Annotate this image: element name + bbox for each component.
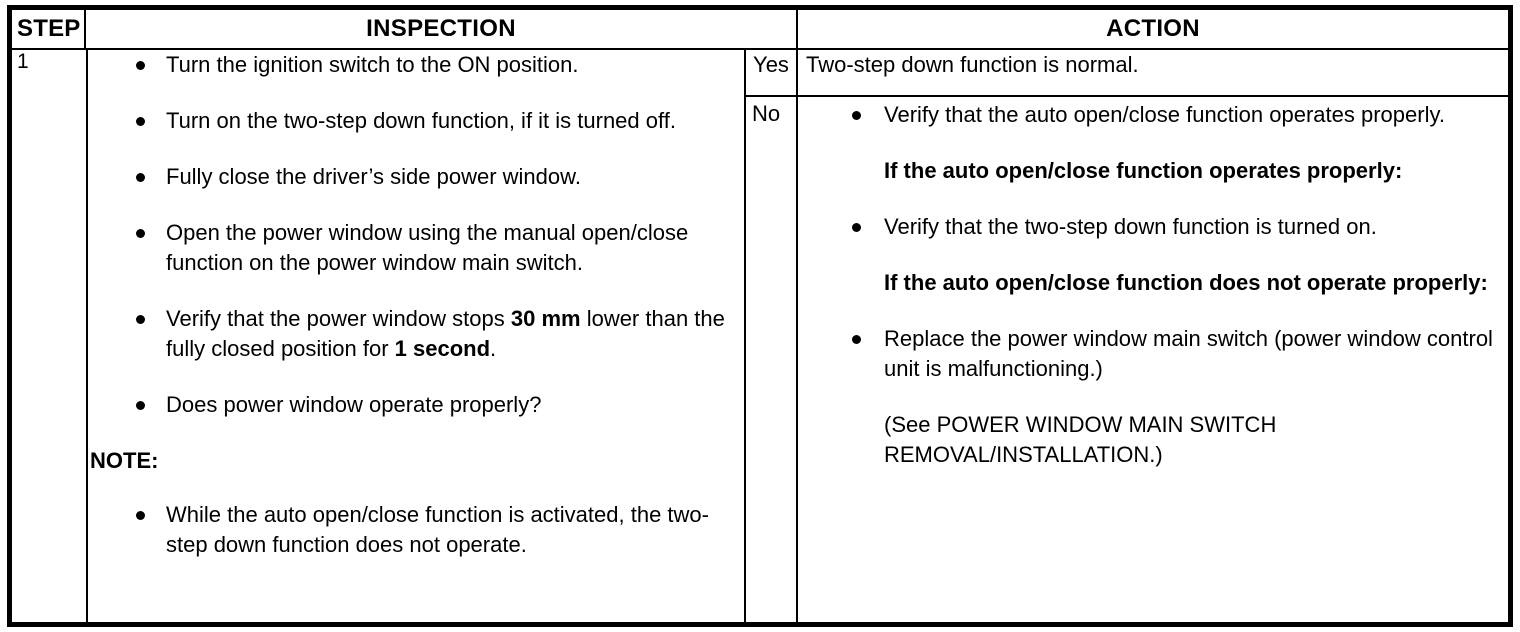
action-condition-2: If the auto open/close function does not… (884, 270, 1488, 295)
bullet-dot-icon (852, 335, 861, 344)
inspection-bullet-3-text: Fully close the driver’s side power wind… (166, 164, 581, 189)
result-label-yes: Yes (753, 52, 789, 77)
action-bullet-1-text: Verify that the auto open/close function… (884, 102, 1445, 127)
action-bullet-3: Replace the power window main switch (po… (806, 324, 1506, 384)
inspection-bullet-5: Verify that the power window stops 30 mm… (90, 304, 744, 364)
inspection-bullet-2-text: Turn on the two-step down function, if i… (166, 108, 676, 133)
action-no-cell: Verify that the auto open/close function… (800, 100, 1506, 490)
step-column-divider (86, 48, 88, 622)
inspection-bullet-2: Turn on the two-step down function, if i… (90, 106, 744, 136)
action-bullet-2: Verify that the two-step down function i… (806, 212, 1506, 242)
step-number-cell: 1 (17, 50, 29, 73)
bullet-dot-icon (852, 223, 861, 232)
bullet-dot-icon (852, 111, 861, 120)
inspection-measure-value: 30 mm (510, 306, 581, 331)
result-label-no: No (752, 101, 781, 126)
bullet-dot-icon (136, 117, 145, 126)
action-reference-note: (See POWER WINDOW MAIN SWITCH REMOVAL/IN… (884, 412, 1277, 467)
bullet-dot-icon (136, 61, 145, 70)
bullet-dot-icon (136, 315, 145, 324)
yesno-column-divider (796, 10, 798, 622)
inspection-bullet-5-prefix: Verify that the power window stops (166, 306, 511, 331)
bullet-dot-icon (136, 401, 145, 410)
column-header-inspection: INSPECTION (86, 10, 798, 48)
inspection-cell: Turn the ignition switch to the ON posit… (88, 50, 744, 586)
action-bullet-2-text: Verify that the two-step down function i… (884, 214, 1377, 239)
column-header-action: ACTION (1106, 15, 1200, 42)
inspection-measure-time: 1 second (394, 336, 491, 361)
table-header-row: STEP INSPECTION ACTION (12, 10, 1508, 48)
inspection-column-divider (744, 48, 746, 622)
bullet-dot-icon (136, 229, 145, 238)
inspection-bullet-4: Open the power window using the manual o… (90, 218, 744, 278)
inspection-question-text: Does power window operate properly? (166, 392, 542, 417)
action-yes-cell: Two-step down function is normal. (806, 52, 1139, 77)
bullet-dot-icon (136, 173, 145, 182)
inspection-bullet-1-text: Turn the ignition switch to the ON posit… (166, 52, 579, 77)
action-condition-1: If the auto open/close function operates… (884, 158, 1403, 183)
action-bullet-3-text: Replace the power window main switch (po… (884, 326, 1493, 381)
inspection-bullet-3: Fully close the driver’s side power wind… (90, 162, 744, 192)
inspection-bullet-1: Turn the ignition switch to the ON posit… (90, 50, 744, 80)
note-bullet-1: While the auto open/close function is ac… (90, 500, 744, 560)
note-bullet-1-text: While the auto open/close function is ac… (166, 502, 709, 557)
action-bullet-1: Verify that the auto open/close function… (806, 100, 1506, 130)
inspection-bullet-5-suffix: . (490, 336, 497, 361)
inspection-bullet-6: Does power window operate properly? (90, 390, 744, 420)
bullet-dot-icon (136, 511, 145, 520)
header-divider-rule (12, 48, 1508, 50)
inspection-bullet-5-middle: lower than the fully closed position for (166, 306, 725, 361)
yes-no-row-divider (744, 95, 1508, 97)
note-label: NOTE: (90, 448, 159, 473)
inspection-bullet-4-text: Open the power window using the manual o… (166, 220, 689, 275)
table-outer-border (7, 5, 1513, 627)
column-header-step: STEP (12, 10, 86, 48)
